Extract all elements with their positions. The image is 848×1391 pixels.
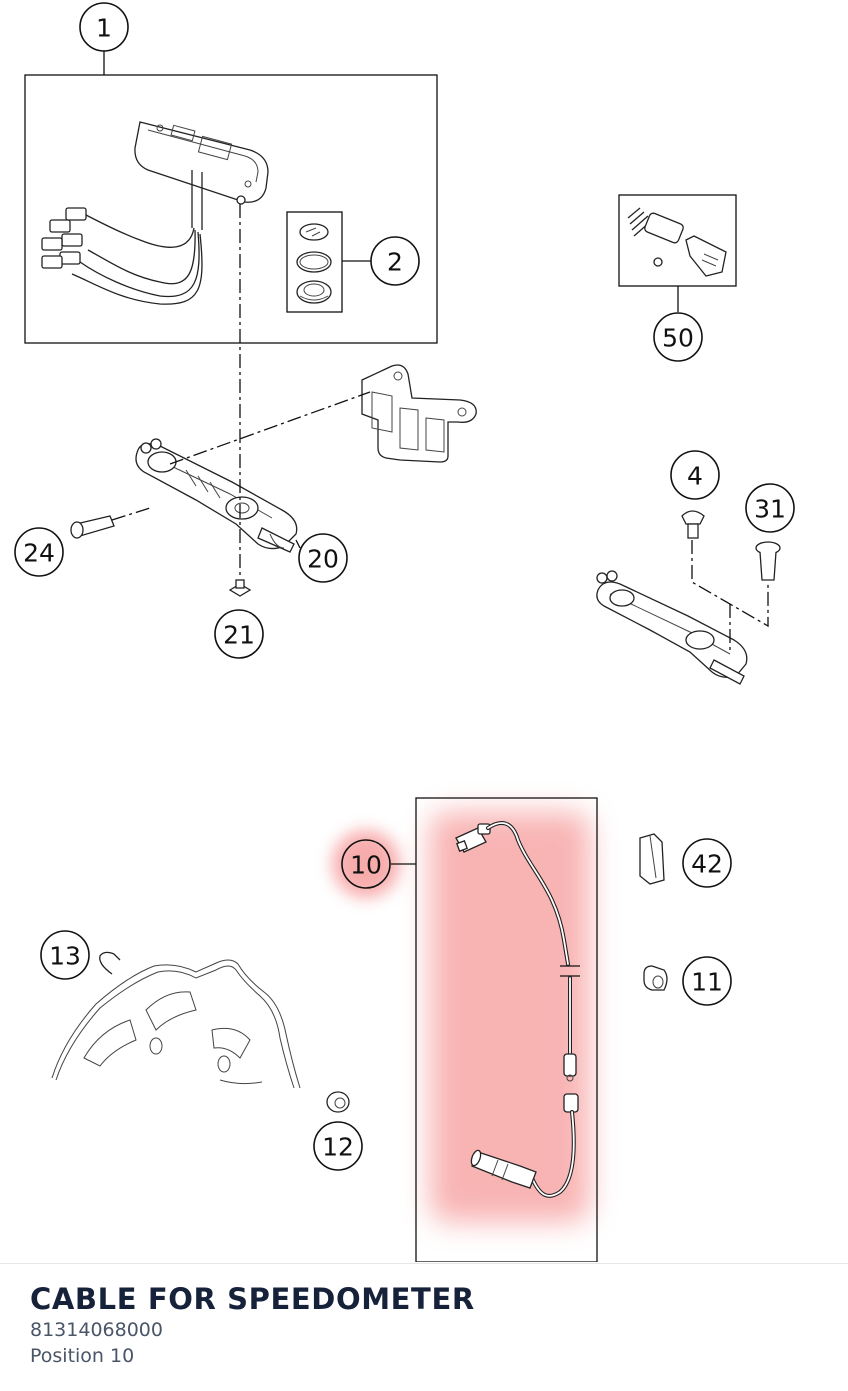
holder-assembly-right (596, 570, 748, 685)
part-50-lock-set[interactable] (618, 194, 737, 287)
callout-11[interactable]: 11 (682, 956, 732, 1006)
callout-circle-50[interactable] (653, 312, 703, 362)
callout-50[interactable]: 50 (653, 312, 703, 362)
part-1-display-unit[interactable] (24, 74, 438, 344)
part-position: Position 10 (30, 1345, 135, 1367)
part-2-seal-kit[interactable] (286, 211, 343, 313)
part-title: CABLE FOR SPEEDOMETER (30, 1282, 475, 1316)
callout-circle-21[interactable] (214, 609, 264, 659)
selected-part-info: CABLE FOR SPEEDOMETER 81314068000 Positi… (0, 1263, 848, 1391)
part-10-speedometer-cable[interactable] (415, 797, 598, 1262)
callout-2[interactable]: 2 (370, 236, 420, 286)
callout-31[interactable]: 31 (745, 483, 795, 533)
part-11-cable-clamp[interactable] (643, 965, 668, 991)
brake-disc-sketch (51, 959, 301, 1089)
callout-20[interactable]: 20 (298, 533, 348, 583)
callout-21[interactable]: 21 (214, 609, 264, 659)
callout-circle-11[interactable] (682, 956, 732, 1006)
callout-10[interactable]: 10 (341, 839, 391, 889)
callout-42[interactable]: 42 (682, 838, 732, 888)
part-31-pin[interactable] (755, 541, 781, 581)
part-24-screw[interactable] (70, 515, 115, 539)
part-20-holder[interactable] (135, 438, 298, 553)
callout-circle-2[interactable] (370, 236, 420, 286)
callout-circle-20[interactable] (298, 533, 348, 583)
part-21-clip-nut[interactable] (228, 579, 252, 597)
callout-circle-13[interactable] (40, 930, 90, 980)
bracket-plate (361, 364, 477, 463)
callout-circle-42[interactable] (682, 838, 732, 888)
part-12-grommet[interactable] (326, 1091, 350, 1113)
callout-12[interactable]: 12 (313, 1121, 363, 1171)
part-42-clip[interactable] (639, 833, 665, 885)
callout-circle-24[interactable] (14, 527, 64, 577)
callout-13[interactable]: 13 (40, 930, 90, 980)
callout-4[interactable]: 4 (670, 450, 720, 500)
callout-circle-10[interactable] (341, 839, 391, 889)
callout-circle-31[interactable] (745, 483, 795, 533)
callout-circle-4[interactable] (670, 450, 720, 500)
callout-1[interactable]: 1 (79, 2, 129, 52)
callout-circle-1[interactable] (79, 2, 129, 52)
part-number: 81314068000 (30, 1319, 163, 1341)
part-13-circlip[interactable] (99, 951, 121, 975)
callout-circle-12[interactable] (313, 1121, 363, 1171)
part-4-rivet[interactable] (681, 510, 705, 539)
callout-24[interactable]: 24 (14, 527, 64, 577)
